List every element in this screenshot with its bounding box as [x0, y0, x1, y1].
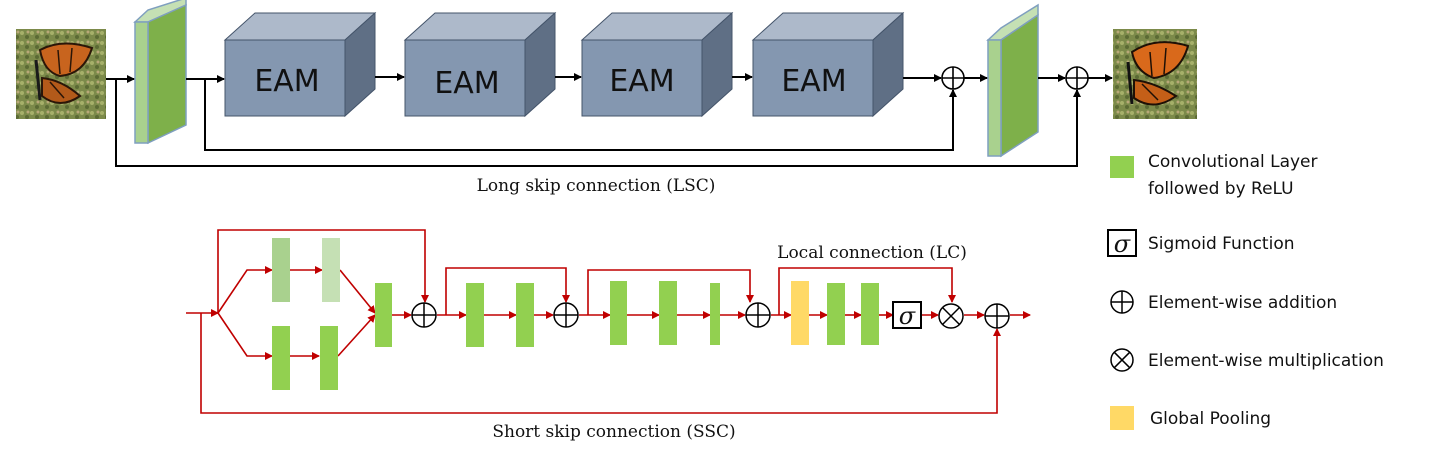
legend-multiply-icon — [1110, 348, 1134, 372]
lsc-add-1-icon — [941, 66, 965, 90]
conv-bar-2a — [466, 283, 484, 347]
global-pooling-bar — [791, 281, 809, 345]
lsc-network: EAM EAM EAM EAM — [16, 0, 1197, 196]
legend-conv-swatch — [1110, 156, 1134, 178]
legend-conv-label-line2: followed by ReLU — [1148, 179, 1294, 199]
conv-bar-3a — [610, 281, 627, 345]
eam-block-1: EAM — [223, 11, 377, 118]
conv-bar-1e — [375, 283, 392, 347]
detail-add-4-icon — [984, 303, 1010, 329]
conv-bar-3b — [659, 281, 677, 345]
legend-pooling-label: Global Pooling — [1150, 409, 1271, 429]
butterfly-output-image — [1113, 29, 1197, 119]
sigma-symbol: σ — [899, 302, 916, 330]
legend-sigmoid-icon: σ — [1107, 229, 1137, 258]
eam-block-3: EAM — [580, 11, 734, 118]
caption-long-skip: Long skip connection (LSC) — [477, 176, 716, 196]
legend: Convolutional Layer followed by ReLU σ S… — [1107, 152, 1384, 430]
conv-bar-4a — [827, 283, 845, 345]
eam-label-2: EAM — [434, 66, 499, 101]
legend-add-icon — [1110, 290, 1134, 314]
conv-bar-1c — [272, 326, 290, 390]
detail-add-3-icon — [745, 302, 771, 328]
legend-multiply-label: Element-wise multiplication — [1148, 351, 1384, 371]
sigma-box-icon: σ — [892, 301, 922, 330]
legend-sigma-symbol: σ — [1114, 230, 1131, 258]
eam-label-3: EAM — [609, 64, 674, 99]
detail-multiply-icon — [938, 303, 964, 329]
legend-sigmoid-label: Sigmoid Function — [1148, 234, 1295, 254]
caption-local-connection: Local connection (LC) — [777, 243, 967, 263]
lsc-conv-layer-2 — [986, 3, 1039, 158]
butterfly-input-image — [16, 29, 106, 119]
eam-label-4: EAM — [781, 64, 846, 99]
eam-detail: σ Local connection (LC) Short skip conne… — [186, 229, 1031, 442]
detail-add-1-icon — [411, 302, 437, 328]
eam-block-4: EAM — [751, 11, 905, 118]
conv-bar-1b — [322, 238, 340, 302]
caption-short-skip: Short skip connection (SSC) — [492, 422, 735, 442]
conv-bar-3c — [710, 283, 720, 345]
conv-bar-1d — [320, 326, 338, 390]
eam-detail-arrows — [186, 229, 1031, 414]
legend-pooling-swatch — [1110, 406, 1134, 430]
conv-bar-2b — [516, 283, 534, 347]
eam-block-2: EAM — [403, 11, 557, 118]
lsc-conv-layer-1 — [133, 0, 187, 145]
detail-add-2-icon — [553, 302, 579, 328]
conv-bar-1a — [272, 238, 290, 302]
eam-label-1: EAM — [254, 64, 319, 99]
conv-bar-4b — [861, 283, 879, 345]
lsc-add-2-icon — [1065, 66, 1089, 90]
lsc-arrows — [106, 73, 1113, 167]
legend-add-label: Element-wise addition — [1148, 293, 1337, 313]
legend-conv-label: Convolutional Layer — [1148, 152, 1318, 172]
